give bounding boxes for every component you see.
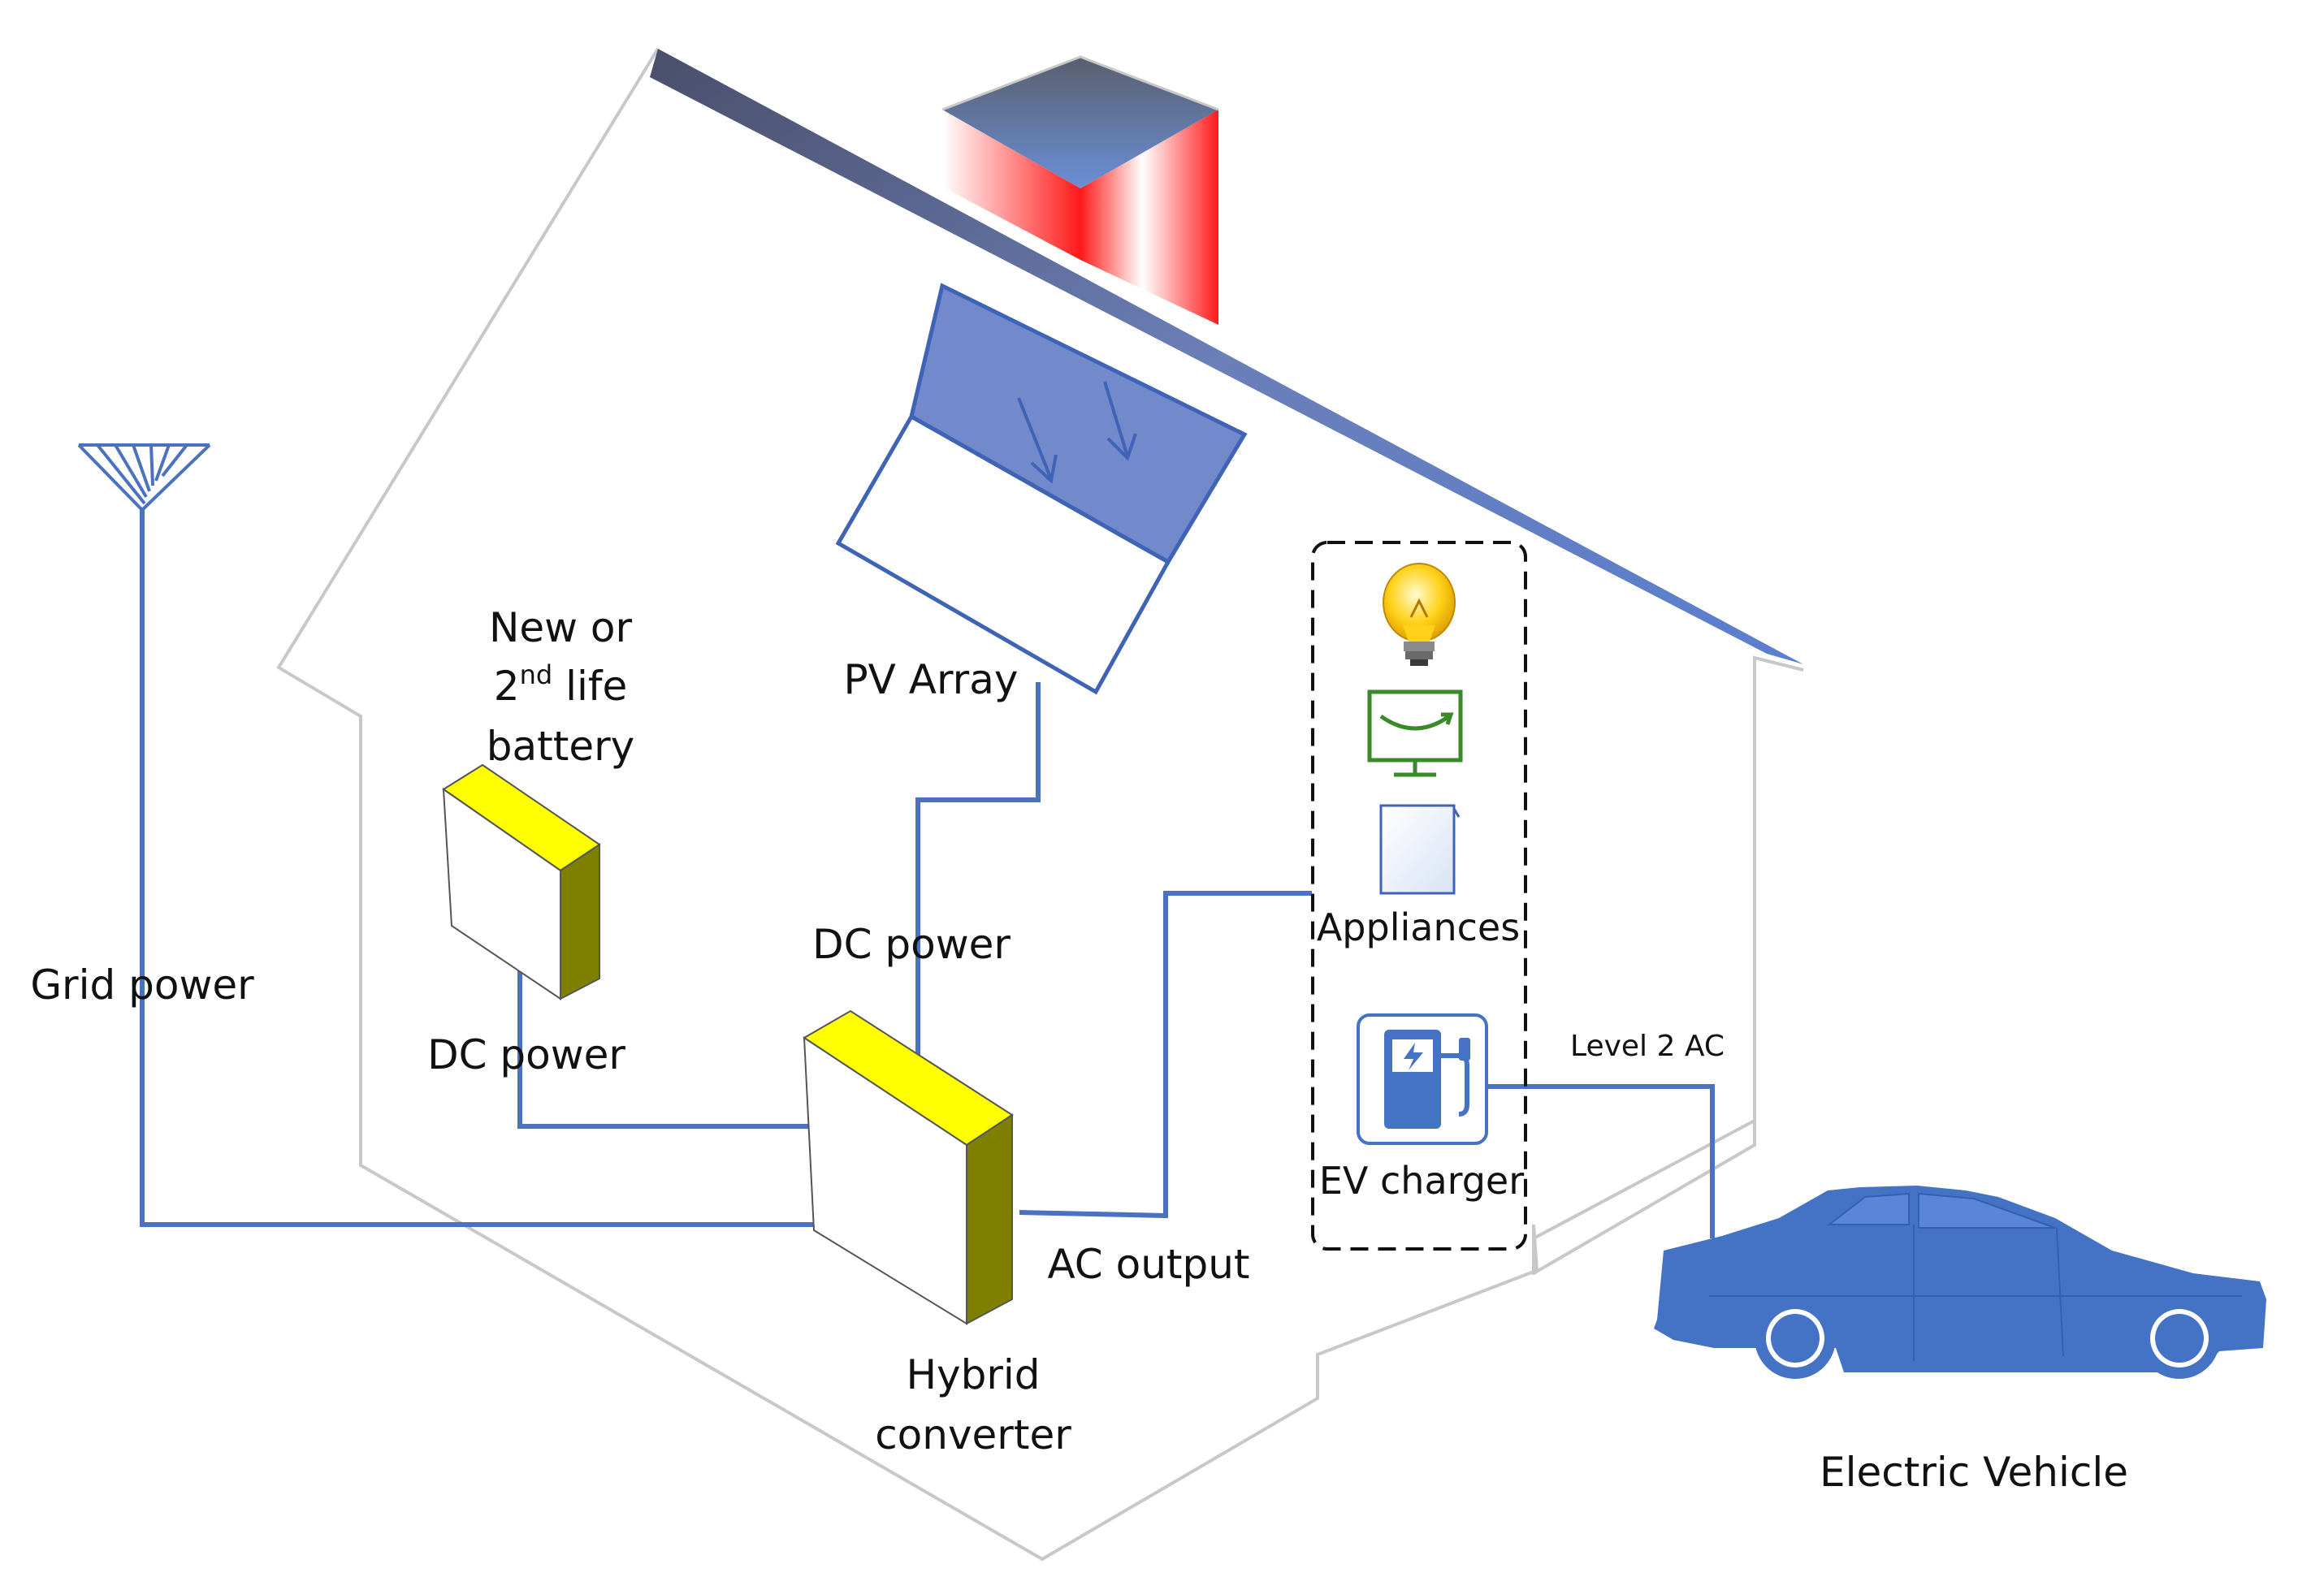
battery-label: New or 2nd life battery (487, 604, 635, 770)
dc-power-pv-label: DC power (812, 921, 1011, 968)
battery-label-line1: New or (489, 604, 633, 651)
appliances-group-box (1311, 541, 1527, 1251)
grid-power-label: Grid power (30, 961, 254, 1009)
battery-label-line3: battery (487, 723, 635, 770)
dc-power-battery-label: DC power (427, 1031, 625, 1078)
tv-icon (1367, 689, 1463, 777)
pv-array-label: PV Array (844, 656, 1019, 703)
electric-vehicle-label: Electric Vehicle (1820, 1449, 2128, 1496)
ev-charger-icon (1357, 1013, 1488, 1145)
hybrid-converter-label-line1: Hybrid (906, 1351, 1040, 1398)
grid-antenna-icon (77, 443, 211, 512)
wire-battery (517, 970, 812, 1129)
wire-ac (1019, 891, 1312, 1219)
house-wall-right (1532, 658, 1756, 1275)
appliance-icon (1379, 804, 1461, 895)
roof (650, 49, 1803, 664)
battery-label-line2: 2nd life (494, 659, 627, 710)
wire-ev (1485, 1084, 1715, 1238)
wire-pv (915, 682, 1041, 1060)
hybrid-converter-label-line2: converter (875, 1411, 1071, 1458)
hybrid-converter-block (803, 1009, 1014, 1325)
wire-grid (140, 508, 820, 1227)
wires (140, 508, 1715, 1238)
sun-arrows-icon (1017, 381, 1137, 484)
chimney (941, 55, 1219, 325)
car-icon (1654, 1186, 2266, 1379)
appliances-label: Appliances (1317, 905, 1520, 949)
battery-block (442, 763, 601, 1000)
ev-charger-label: EV charger (1319, 1159, 1524, 1203)
pv-array (835, 283, 1248, 695)
ac-output-label: AC output (1047, 1241, 1249, 1288)
lightbulb-icon (1383, 563, 1456, 666)
house-outline (276, 47, 1804, 1562)
level2-ac-label: Level 2 AC (1570, 1030, 1725, 1063)
